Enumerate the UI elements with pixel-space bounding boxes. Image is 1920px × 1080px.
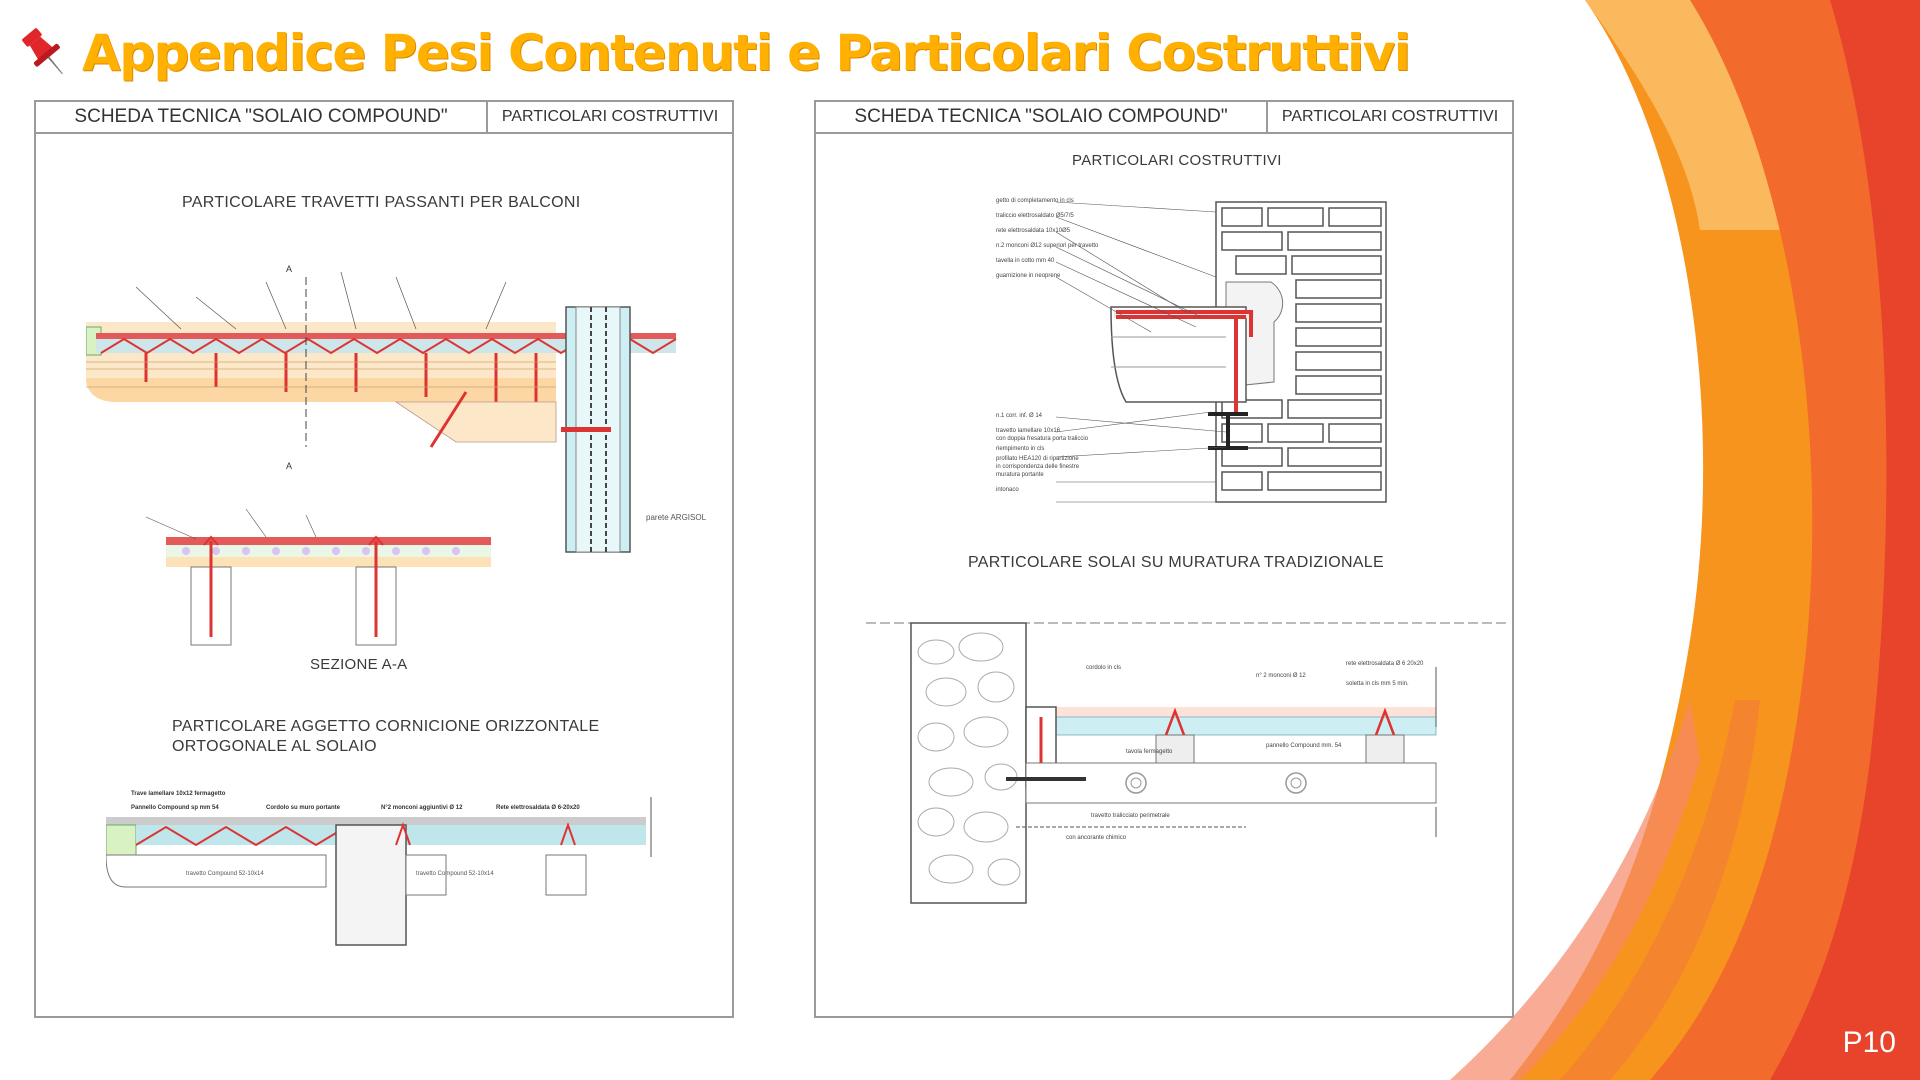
label-bottom-bar: n.1 corr. inf. Ø 14 [996,413,1043,419]
section-title-cornice-1: PARTICOLARE AGGETTO CORNICIONE ORIZZONTA… [172,718,600,735]
sheet-header: SCHEDA TECNICA "SOLAIO COMPOUND" PARTICO… [816,102,1512,134]
drawing-balcony-joists: A A parete ARGISOL [86,264,707,553]
sheet-header-title: SCHEDA TECNICA "SOLAIO COMPOUND" [36,102,488,132]
label-plaster: intonaco [996,487,1019,493]
section-title-balconies: PARTICOLARE TRAVETTI PASSANTI PER BALCON… [182,194,581,211]
sheet-header-title: SCHEDA TECNICA "SOLAIO COMPOUND" [816,102,1268,132]
section-title-details: PARTICOLARI COSTRUTTIVI [1072,152,1282,169]
label-slab: soletta in cls mm 5 min. [1346,681,1409,687]
section-title-cornice-2: ORTOGONALE AL SOLAIO [172,738,377,755]
label-cornice-stubs: N°2 monconi aggiuntivi Ø 12 [381,805,463,811]
label-stubs: n.2 monconi Ø12 superiori per travetto [996,243,1099,249]
label-lattice: traliccio elettrosaldato Ø5/7/5 [996,213,1074,219]
drawing-cornice: Trave lamellare 10x12 fermagetto Pannell… [106,791,652,946]
drawing-wall-detail [1055,201,1387,503]
drawing-traditional-masonry: cordolo in cls n° 2 monconi Ø 12 rete el… [866,622,1506,904]
label-cornice-panel: Pannello Compound sp mm 54 [131,805,219,811]
label-cast-completion: getto di completamento in cls [996,198,1074,204]
pushpin-icon [22,28,63,75]
label-cornice-joist-left: travetto Compound 52-10x14 [186,871,264,877]
sheet-header-subtitle: PARTICOLARI COSTRUTTIVI [1281,108,1499,125]
label-hea-profile: profilato HEA120 di ripartizione [996,456,1079,462]
technical-sheet-right: SCHEDA TECNICA "SOLAIO COMPOUND" PARTICO… [814,100,1514,1018]
label-cornice-curb: Cordolo su muro portante [266,805,341,811]
wall-detail-labels: getto di completamento in cls traliccio … [996,198,1099,493]
label-formwork: tavola fermagetto [1126,749,1173,755]
section-title-traditional-masonry: PARTICOLARE SOLAI SU MURATURA TRADIZIONA… [968,554,1384,571]
label-curb: cordolo in cls [1086,665,1121,671]
label-cornice-beam: Trave lamellare 10x12 fermagetto [131,791,226,797]
sheet-header-subtitle: PARTICOLARI COSTRUTTIVI [501,108,719,125]
label-milling: con doppia fresatura porta traliccio [996,436,1089,442]
label-stubs-12: n° 2 monconi Ø 12 [1256,673,1306,679]
label-wall-argisol: parete ARGISOL [646,513,707,522]
label-windows: in corrispondenza delle finestre [996,464,1080,470]
label-chemical-anchor: con ancorante chimico [1066,835,1127,841]
label-laminated-joist: travetto lamellare 10x16 [996,428,1061,434]
label-cornice-joist-right: travetto Compound 52-10x14 [416,871,494,877]
label-cornice-mesh: Rete elettrosaldata Ø 6-20x20 [496,805,580,811]
label-fill: riempimento in cls [996,446,1044,452]
label-masonry: muratura portante [996,472,1044,478]
label-gasket: guarnizione in neoprene [996,273,1061,279]
page-number: P10 [1842,1026,1896,1059]
label-perimeter-joist: travetto tralicciato perimetrale [1091,813,1170,819]
slide-title: Appendice Pesi Contenuti e Particolari C… [82,24,1411,82]
label-tile: tavella in cotto mm 40 [996,258,1055,264]
section-aa-title: SEZIONE A-A [310,656,408,673]
slide-header: Appendice Pesi Contenuti e Particolari C… [14,18,1411,88]
section-marker-a-bottom: A [286,461,292,471]
section-marker-a: A [286,264,292,274]
drawing-section-aa [145,508,491,646]
sheet-header: SCHEDA TECNICA "SOLAIO COMPOUND" PARTICO… [36,102,732,134]
label-mesh: rete elettrosaldata 10x10Ø5 [996,228,1071,234]
label-mesh-6: rete elettrosaldata Ø 6 20x20 [1346,661,1424,667]
technical-sheet-left: SCHEDA TECNICA "SOLAIO COMPOUND" PARTICO… [34,100,734,1018]
label-panel-54: pannello Compound mm. 54 [1266,743,1342,749]
